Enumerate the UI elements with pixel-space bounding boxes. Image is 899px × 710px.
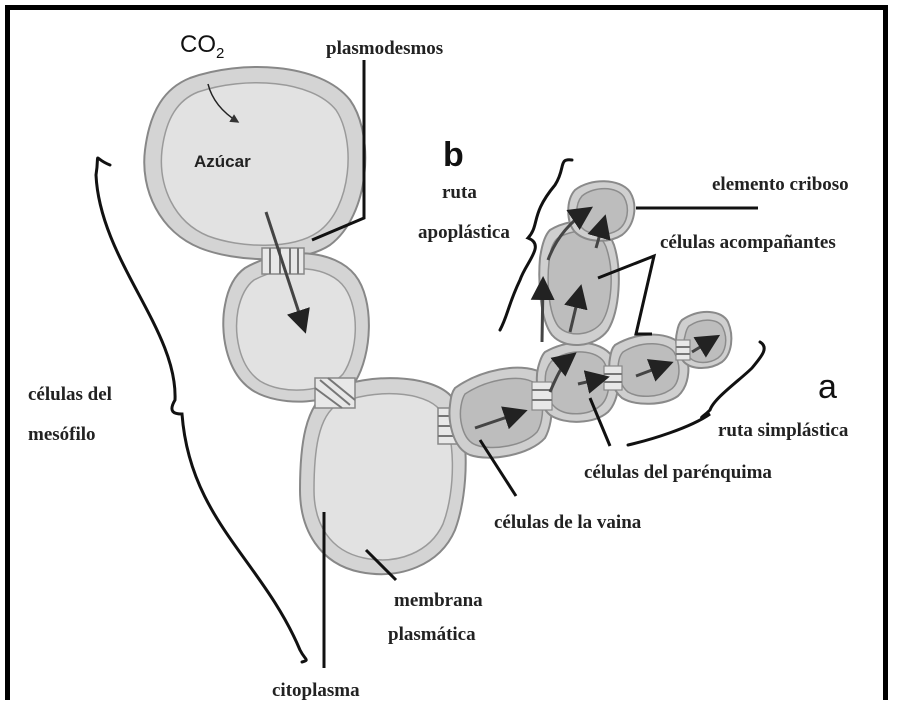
cytoplasm-label: citoplasma [272, 680, 360, 701]
apoplastic-route-label-2: apoplástica [418, 222, 510, 243]
mesophyll-cells-label-1: células del [28, 384, 112, 405]
co2-label: CO2 [180, 31, 224, 62]
letter-b-label: b [443, 136, 464, 174]
co2-main: CO [180, 31, 216, 58]
companion-cells-label: células acompañantes [660, 232, 836, 253]
plasmodesmata-label: plasmodesmos [326, 38, 443, 59]
sheath-cells-label: células de la vaina [494, 512, 642, 533]
co2-sub: 2 [216, 45, 224, 62]
sugar-label: Azúcar [194, 152, 251, 171]
plasma-membrane-label-1: membrana [394, 590, 483, 611]
letter-a-label: a [818, 368, 837, 406]
apoplastic-route-label-1: ruta [442, 182, 477, 203]
symplastic-route-label: ruta simplástica [718, 420, 849, 441]
parenchyma-cells-label: células del parénquima [584, 462, 772, 483]
plasmodesmata-connector-2 [315, 378, 355, 408]
plasma-membrane-label-2: plasmática [388, 624, 476, 645]
mesophyll-cells-label-2: mesófilo [28, 424, 96, 445]
sieve-element-label: elemento criboso [712, 174, 849, 195]
